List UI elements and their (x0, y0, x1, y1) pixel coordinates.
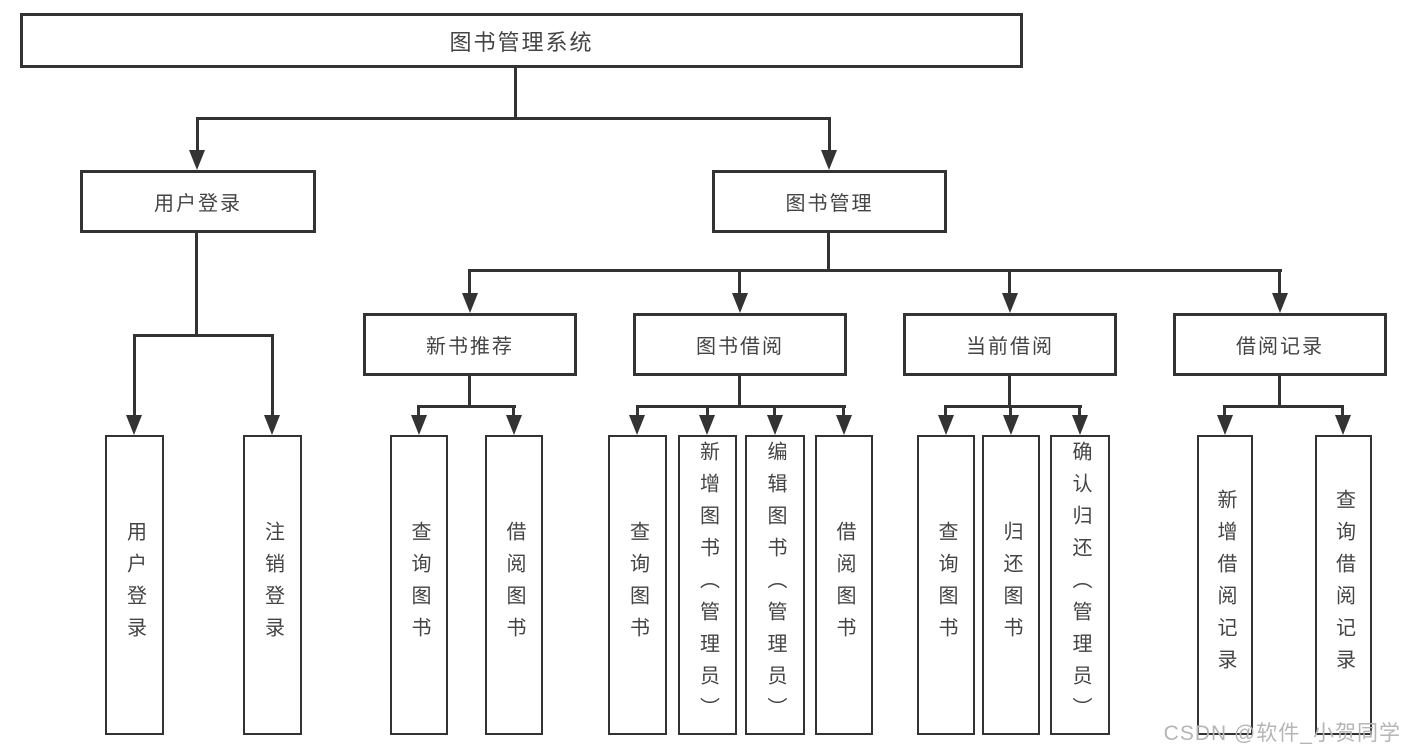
connector-vline (417, 405, 420, 417)
connector-hline (468, 269, 1282, 272)
node-library-system: 图书管理系统 (20, 13, 1023, 68)
node-book-management-label: 图书管理 (785, 193, 874, 215)
node-book-borrowing: 图书借阅 (633, 313, 847, 376)
node-new-book-recommend-label: 新书推荐 (426, 336, 514, 358)
node-user-login: 用户登录 (80, 170, 316, 233)
node-current-borrowing-label: 当前借阅 (966, 336, 1054, 358)
node-borrowing-records: 借阅记录 (1173, 313, 1387, 376)
leaf-user-login: 用户登录 (105, 435, 164, 735)
leaf-current-confirm-return-admin: 确认归还（管理员） (1050, 435, 1110, 735)
leaf-records-query-record-label: 查询借阅记录 (1332, 489, 1355, 681)
arrowhead-down-icon (411, 415, 427, 435)
arrowhead-down-icon (126, 415, 142, 435)
connector-vline (195, 233, 198, 336)
node-user-login-label: 用户登录 (154, 193, 242, 215)
leaf-recommend-borrow-books-label: 借阅图书 (503, 521, 525, 649)
connector-vline (1341, 405, 1344, 417)
leaf-recommend-query-books: 查询图书 (390, 435, 448, 735)
arrowhead-down-icon (767, 415, 783, 435)
connector-hline (133, 334, 274, 337)
arrowhead-down-icon (732, 293, 748, 313)
connector-vline (1078, 405, 1081, 417)
node-borrowing-records-label: 借阅记录 (1236, 336, 1324, 358)
leaf-logout-label: 注销登录 (261, 521, 284, 649)
connector-vline (706, 405, 709, 417)
leaf-current-return-books-label: 归还图书 (1000, 521, 1022, 649)
node-current-borrowing: 当前借阅 (903, 313, 1117, 376)
leaf-recommend-borrow-books: 借阅图书 (485, 435, 543, 735)
leaf-borrowing-edit-books-admin: 编辑图书（管理员） (745, 435, 805, 735)
connector-hline (636, 405, 846, 408)
leaf-borrowing-add-books-admin-label: 新增图书（管理员） (696, 441, 719, 729)
connector-vline (1008, 269, 1011, 295)
connector-vline (738, 269, 741, 295)
leaf-records-add-record: 新增借阅记录 (1197, 435, 1253, 735)
connector-vline (514, 68, 517, 119)
arrowhead-down-icon (1335, 415, 1351, 435)
connector-vline (738, 376, 741, 407)
arrowhead-down-icon (821, 150, 837, 170)
arrowhead-down-icon (1272, 293, 1288, 313)
connector-vline (1223, 405, 1226, 417)
connector-vline (1009, 405, 1012, 417)
arrowhead-down-icon (506, 415, 522, 435)
arrowhead-down-icon (1217, 415, 1233, 435)
leaf-borrowing-add-books-admin: 新增图书（管理员） (678, 435, 737, 735)
connector-vline (1278, 269, 1281, 295)
connector-vline (828, 117, 831, 152)
arrowhead-down-icon (1002, 293, 1018, 313)
connector-vline (512, 405, 515, 417)
node-library-system-label: 图书管理系统 (449, 29, 594, 55)
connector-vline (271, 334, 274, 417)
connector-hline (1223, 405, 1344, 408)
arrowhead-down-icon (462, 293, 478, 313)
connector-hline (196, 117, 831, 120)
leaf-borrowing-query-books-label: 查询图书 (626, 521, 649, 649)
leaf-borrowing-borrow-books: 借阅图书 (815, 435, 873, 735)
leaf-borrowing-query-books: 查询图书 (608, 435, 667, 735)
leaf-current-return-books: 归还图书 (982, 435, 1040, 735)
leaf-recommend-query-books-label: 查询图书 (408, 521, 430, 649)
connector-hline (417, 405, 516, 408)
arrowhead-down-icon (1003, 415, 1019, 435)
node-book-management: 图书管理 (712, 170, 947, 233)
leaf-records-query-record: 查询借阅记录 (1315, 435, 1372, 735)
leaf-borrowing-edit-books-admin-label: 编辑图书（管理员） (764, 441, 786, 729)
node-new-book-recommend: 新书推荐 (363, 313, 577, 376)
arrowhead-down-icon (938, 415, 954, 435)
connector-vline (944, 405, 947, 417)
connector-vline (842, 405, 845, 417)
node-book-borrowing-label: 图书借阅 (696, 336, 784, 358)
leaf-user-login-label: 用户登录 (123, 521, 146, 649)
connector-vline (773, 405, 776, 417)
arrowhead-down-icon (189, 150, 205, 170)
leaf-records-add-record-label: 新增借阅记录 (1214, 489, 1236, 681)
connector-vline (468, 376, 471, 407)
leaf-logout: 注销登录 (243, 435, 302, 735)
connector-vline (827, 233, 830, 272)
arrowhead-down-icon (836, 415, 852, 435)
connector-vline (636, 405, 639, 417)
leaf-borrowing-borrow-books-label: 借阅图书 (833, 521, 855, 649)
connector-vline (133, 334, 136, 417)
csdn-watermark: CSDN @软件_小贺同学 (1163, 722, 1401, 745)
connector-vline (1008, 376, 1011, 407)
arrowhead-down-icon (629, 415, 645, 435)
leaf-current-query-books: 查询图书 (917, 435, 975, 735)
leaf-current-query-books-label: 查询图书 (935, 521, 957, 649)
arrowhead-down-icon (699, 415, 715, 435)
arrowhead-down-icon (1072, 415, 1088, 435)
leaf-current-confirm-return-admin-label: 确认归还（管理员） (1069, 441, 1091, 729)
connector-vline (1278, 376, 1281, 407)
arrowhead-down-icon (264, 415, 280, 435)
connector-vline (196, 117, 199, 152)
connector-hline (944, 405, 1082, 408)
connector-vline (468, 269, 471, 295)
